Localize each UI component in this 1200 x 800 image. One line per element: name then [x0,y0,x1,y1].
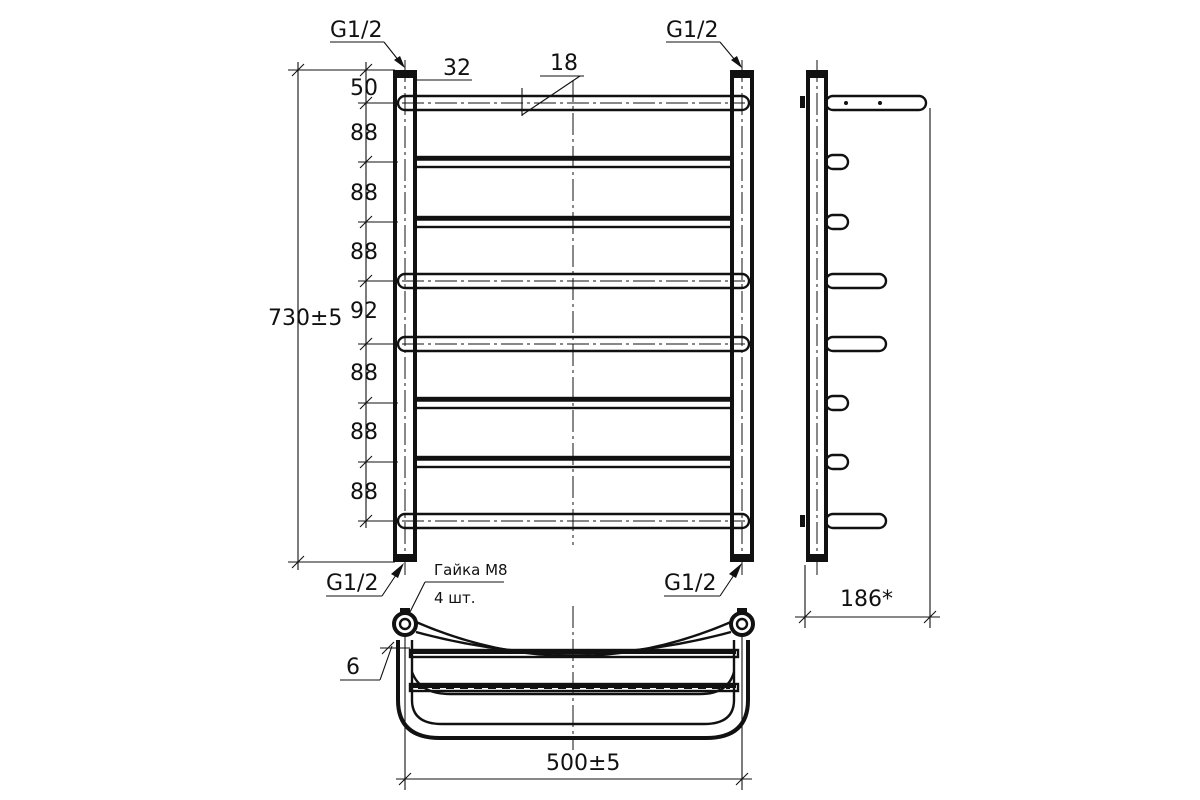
top-offset-label: 50 [350,76,378,101]
spacing-label-7: 88 [350,480,378,505]
spacing-label-5: 88 [350,361,378,386]
right-nut-inner [735,617,749,631]
thread-arrowhead-bottom-right [729,563,742,578]
depth-label: 186* [840,587,893,612]
spacing-label-2: 88 [350,181,378,206]
left-nut-inner [398,617,412,631]
width-tick-left [398,772,412,786]
u-loop-inner [410,640,736,726]
left-nut-hex [400,608,410,613]
width-tick-right [735,772,749,786]
spacing-tick-3 [359,215,373,229]
spacing-label-3: 88 [350,240,378,265]
side-top-bracket [800,96,805,108]
wall-gap-label: 6 [346,655,360,680]
spacing-tick-1 [359,96,373,110]
spacing-tick-4 [359,274,373,288]
side-rung-stub-3 [824,213,850,231]
spacing-tick-6 [359,396,373,410]
side-rung-round-8 [824,512,888,530]
right-nut-hex [737,608,747,613]
spacing-label-1: 88 [350,121,378,146]
side-rung-stub-7 [824,453,850,471]
rung-diameter-label: 18 [550,51,578,76]
rung-diameter-leader [521,75,581,116]
thread-label-bottom-left: G1/2 [326,571,378,596]
side-rung-stub-2 [824,153,850,171]
spacing-tick-8 [359,514,373,528]
spacing-dimensions: 50 88 88 88 92 88 88 88 [350,62,398,528]
nut-note: Гайка М8 4 шт. [409,561,508,613]
rung-flat-7 [413,455,734,469]
depth-tick-left [798,610,812,624]
height-tick-bottom [291,555,305,569]
nut-note-line1: Гайка М8 [434,561,508,579]
spacing-label-4: 92 [350,299,378,324]
rung-flat-6 [413,396,734,410]
u-loop-outer [396,640,750,740]
thread-arrowhead-top-right [731,56,742,68]
spacing-label-6: 88 [350,420,378,445]
rung-flat-3 [413,215,734,229]
nut-note-leader [409,581,426,613]
left-nut-outer [392,611,418,637]
depth-tick-right [923,610,937,624]
thread-label-top-right: G1/2 [666,18,718,43]
side-rung-round-5 [824,335,888,353]
nut-note-line2: 4 шт. [434,589,476,607]
pipe-diameter-label: 32 [443,56,471,81]
spacing-tick-2 [359,155,373,169]
side-rungs [824,94,928,530]
side-rung-round-1 [824,94,928,112]
side-rung-round-4 [824,272,888,290]
height-label: 730±5 [268,306,342,331]
thread-label-bottom-right: G1/2 [664,571,716,596]
spacing-ticks [358,63,398,528]
height-tick-top [291,63,305,77]
thread-arrowhead-top-left [394,56,405,68]
side-rung-marker-1 [844,101,848,105]
rung-flat-2 [413,155,734,169]
side-rung-marker-2 [878,101,882,105]
wall-gap-tick [381,641,395,655]
thread-callouts: G1/2 G1/2 G1/2 G1/2 [326,18,742,597]
top-view: 6 500±5 [340,606,755,790]
width-label: 500±5 [546,751,620,776]
u-loop-mid-curve [410,671,736,696]
thread-label-top-left: G1/2 [330,18,382,43]
right-nut-outer [729,611,755,637]
diameter-callouts: 32 18 [415,51,584,116]
thread-arrowhead-bottom-left [391,563,404,578]
wall-gap-leader-diag [379,645,393,681]
height-dimension: 730±5 [268,62,395,570]
front-view [393,60,754,575]
spacing-tick-7 [359,455,373,469]
side-view: 186* [795,60,940,628]
side-rung-stub-6 [824,394,850,412]
spacing-tick-5 [359,337,373,351]
side-bottom-bracket [800,515,805,527]
spacing-tick-top [359,63,373,77]
